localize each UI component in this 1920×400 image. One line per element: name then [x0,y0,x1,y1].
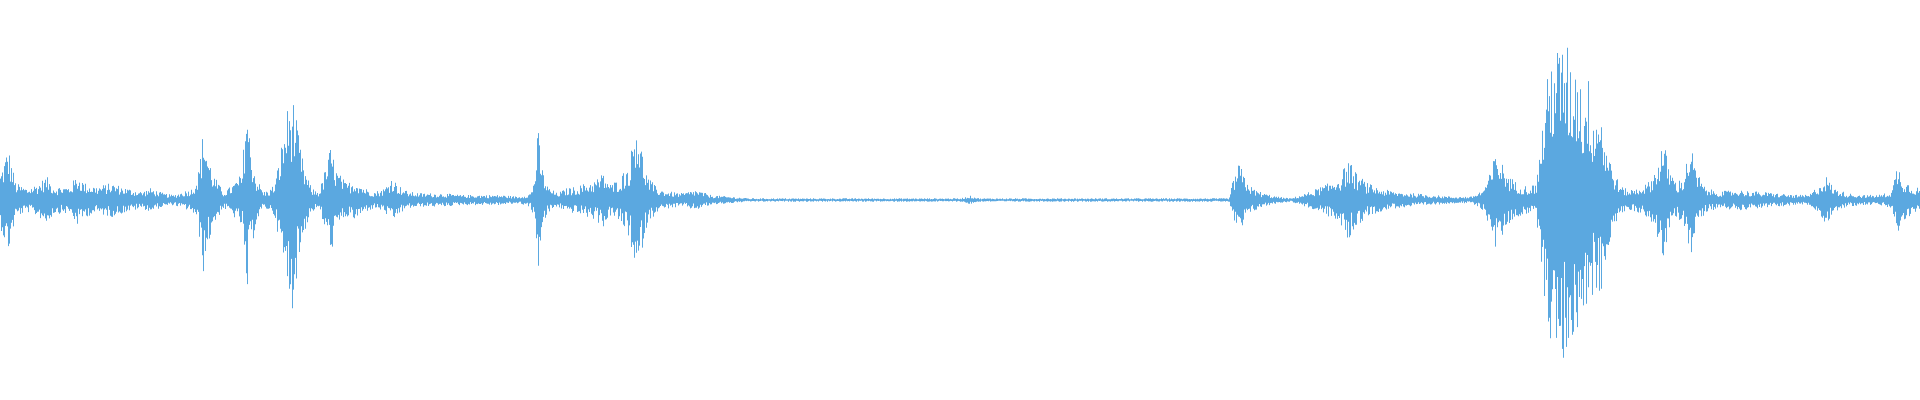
waveform-samples [0,47,1920,358]
waveform-path [0,47,1920,358]
